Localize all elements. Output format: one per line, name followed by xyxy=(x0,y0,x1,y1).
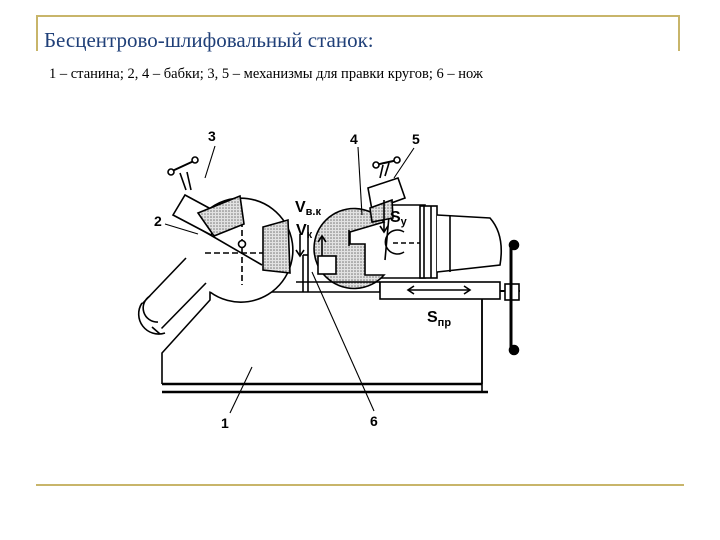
right-rule xyxy=(678,15,680,51)
regulating-headstock xyxy=(380,204,503,279)
callout-leaders xyxy=(164,145,415,414)
machine-bed xyxy=(161,291,488,394)
callout-1: 1 xyxy=(221,415,229,431)
callout-6: 6 xyxy=(370,413,378,429)
slide-caption: 1 – станина; 2, 4 – бабки; 3, 5 – механи… xyxy=(49,66,483,82)
bottom-rule xyxy=(36,484,684,486)
headstock-column xyxy=(137,257,207,335)
grinding-wheel xyxy=(262,218,291,274)
feed-arrow-longitudinal xyxy=(406,285,472,295)
callout-4: 4 xyxy=(350,131,358,147)
label-s-vertical: Sу xyxy=(390,209,408,228)
left-rule xyxy=(36,15,38,51)
velocity-arrows xyxy=(295,234,327,258)
label-v-dressing: Vв.к xyxy=(295,199,321,218)
dresser-3 xyxy=(167,156,245,237)
feed-arrow-vertical xyxy=(379,200,389,234)
rotation-arrow xyxy=(384,229,405,255)
dresser-5 xyxy=(367,156,407,223)
feed-handwheel xyxy=(508,239,520,356)
label-v-wheel: Vк xyxy=(296,222,313,241)
cross-slide xyxy=(379,281,520,301)
top-rule xyxy=(36,15,680,17)
label-s-longitudinal: Sпр xyxy=(427,309,451,329)
workrest-knife xyxy=(296,225,381,292)
slide-title: Бесцентрово-шлифовальный станок: xyxy=(44,28,374,52)
callout-3: 3 xyxy=(208,128,216,144)
callout-5: 5 xyxy=(412,131,420,147)
callout-2: 2 xyxy=(154,213,162,229)
